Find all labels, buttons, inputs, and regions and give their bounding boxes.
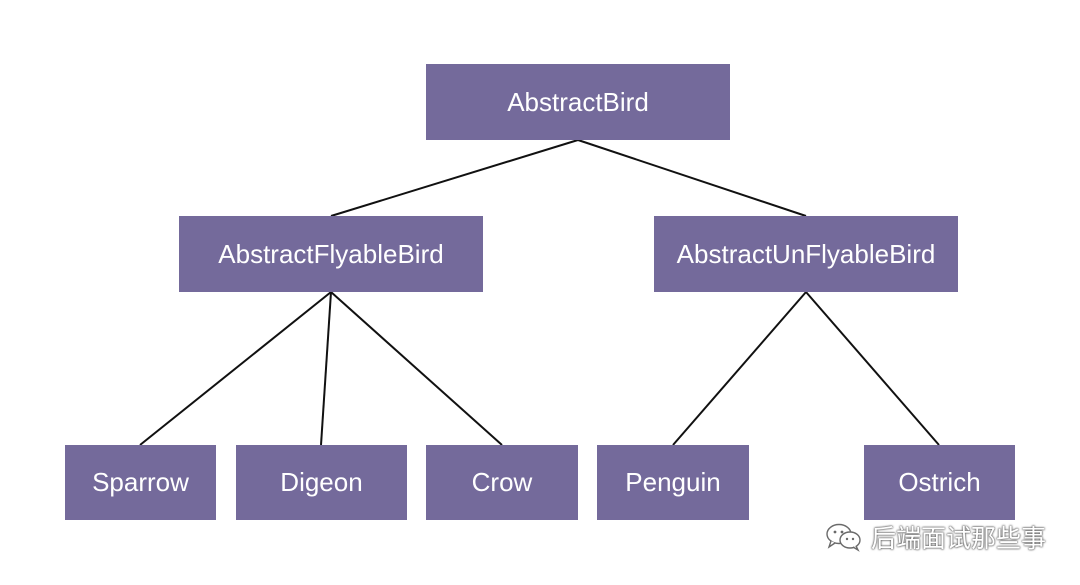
watermark-text: 后端面试那些事 bbox=[870, 524, 1046, 553]
node-abstract-bird: AbstractBird bbox=[426, 64, 730, 140]
wechat-icon bbox=[825, 522, 863, 552]
edge-abstractunflyablebird-ostrich bbox=[805, 291, 940, 446]
node-ostrich: Ostrich bbox=[864, 445, 1015, 520]
node-abstract-unflyable-bird: AbstractUnFlyableBird bbox=[654, 216, 958, 292]
node-crow: Crow bbox=[426, 445, 578, 520]
watermark: 后端面试那些事 bbox=[825, 519, 1046, 555]
edge-abstractflyablebird-sparrow bbox=[139, 291, 332, 446]
edge-abstractflyablebird-digeon bbox=[320, 291, 332, 446]
edge-abstractflyablebird-crow bbox=[330, 291, 503, 446]
edge-abstractbird-abstractflyablebird bbox=[330, 139, 579, 217]
edge-abstractbird-abstractunflyablebird bbox=[577, 139, 807, 217]
node-abstract-flyable-bird: AbstractFlyableBird bbox=[179, 216, 483, 292]
node-sparrow: Sparrow bbox=[65, 445, 216, 520]
node-digeon: Digeon bbox=[236, 445, 407, 520]
edge-abstractunflyablebird-penguin bbox=[672, 291, 807, 446]
node-penguin: Penguin bbox=[597, 445, 749, 520]
